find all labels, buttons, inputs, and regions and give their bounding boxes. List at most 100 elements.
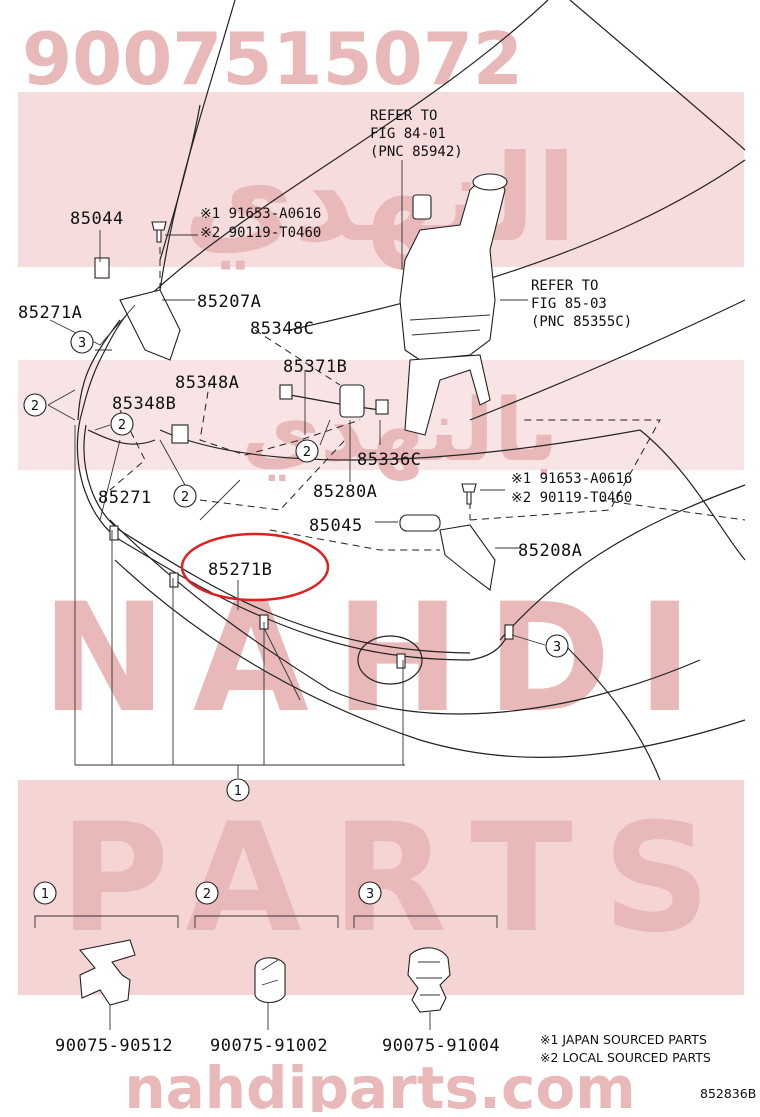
callout-2-left-text: 2 — [31, 399, 39, 414]
callout-2-mid — [110, 412, 134, 436]
dash-85348a — [199, 379, 361, 456]
label-85044: 85044 — [70, 209, 124, 229]
washer-tank — [399, 173, 508, 436]
legend-japan: ※1 JAPAN SOURCED PARTS — [540, 1032, 707, 1047]
legend-local: ※2 LOCAL SOURCED PARTS — [540, 1050, 711, 1065]
joint-85348b — [171, 424, 189, 444]
clip-callout-1 — [33, 881, 57, 905]
label-85348a: 85348A — [175, 373, 239, 393]
label-bolt2-japan: ※1 91653-A0616 — [511, 471, 632, 487]
grille-line — [159, 429, 641, 461]
label-85336c: 85336C — [357, 450, 421, 470]
label-bolt1-japan: ※1 91653-A0616 — [200, 206, 321, 222]
hose-85271 — [87, 429, 156, 445]
watermark-layer: 9007515072 النهدي بالنهدي NAHDI PARTS na… — [18, 17, 744, 1117]
ref2-line1: REFER TO — [531, 278, 598, 294]
clip-callout-3 — [358, 881, 382, 905]
watermark-band-bottom — [18, 780, 744, 995]
washer-tank-bracket — [404, 354, 491, 436]
leader-c3b — [511, 634, 546, 646]
callout-3-top-text: 3 — [78, 336, 86, 351]
clip-part-90512: 90075-90512 — [55, 1036, 173, 1056]
dash-85280a — [199, 439, 346, 511]
dash-85045 — [269, 529, 440, 551]
callout-3-right-text: 3 — [553, 640, 561, 655]
watermark-band-top — [18, 92, 744, 267]
callout-3-top — [70, 330, 94, 354]
nozzle-85208a — [439, 524, 496, 591]
clip-1a — [109, 525, 119, 541]
bumper-bottom-line — [114, 559, 746, 758]
label-bolt2-local: ※2 90119-T0460 — [511, 490, 632, 506]
ref1-line2: FIG 84-01 — [370, 126, 446, 142]
callout-2-low-text: 2 — [181, 490, 189, 505]
bumper-side-upper — [639, 429, 746, 561]
callout-3-right — [545, 634, 569, 658]
clip-part-91004: 90075-91004 — [382, 1036, 500, 1056]
wheel-arch-line — [499, 484, 746, 641]
bolts — [151, 221, 477, 505]
clip-detail-panel: 1 2 3 90075-90512 90075-91002 90075-9100… — [33, 881, 500, 1056]
bolt-top-icon — [151, 221, 167, 243]
hood-inner-line — [144, 0, 549, 301]
joint-85348c — [279, 384, 293, 400]
label-85271b: 85271B — [208, 560, 272, 580]
hood-top-edge — [569, 0, 746, 151]
label-85045: 85045 — [309, 516, 363, 536]
label-85271: 85271 — [98, 488, 152, 508]
bumper-top-line — [469, 299, 746, 421]
leader-c2d — [319, 419, 331, 446]
clip-91004-icon — [407, 947, 451, 1013]
leader-lines — [47, 160, 546, 778]
vehicle-outline — [77, 0, 746, 781]
diagram-id: 852836B — [700, 1086, 756, 1101]
callout-2-valve — [295, 439, 319, 463]
hose-85271b-inner — [83, 424, 471, 654]
clip-90512-icon — [78, 939, 136, 1006]
bumper-corner-line — [559, 639, 661, 781]
watermark-arabic-top: النهدي — [183, 130, 577, 269]
part-85044 — [94, 257, 110, 279]
leader-c2c — [159, 439, 186, 486]
leader-c2b — [94, 424, 111, 431]
cap-85045 — [399, 514, 441, 532]
washer-tank-body — [399, 177, 506, 361]
callout-2-valve-text: 2 — [303, 445, 311, 460]
clip-callout-1-text: 1 — [41, 887, 49, 902]
clip-91002-detail — [261, 959, 279, 986]
callout-circles: 3 2 2 2 2 3 1 — [23, 330, 569, 802]
body-detail-lines — [99, 439, 301, 701]
fog-lamp-outline — [357, 635, 423, 685]
clip-91004-detail — [416, 961, 442, 996]
ref2-line3: (PNC 85355C) — [531, 314, 632, 330]
ref1-line3: (PNC 85942) — [370, 144, 463, 160]
watermark-part-number: 9007515072 — [22, 17, 523, 101]
leader-c1-bracket — [74, 425, 405, 778]
fender-crease — [159, 104, 201, 261]
label-bolt1-local: ※2 90119-T0460 — [200, 225, 321, 241]
clip-bracket-2 — [194, 915, 339, 928]
callout-2-low — [173, 484, 197, 508]
callout-2-left — [23, 393, 47, 417]
clip-1d — [396, 653, 406, 669]
clip-1b — [169, 572, 179, 588]
dash-85208a — [469, 419, 661, 521]
washer-tank-ribs — [409, 314, 491, 336]
dash-right — [599, 499, 746, 521]
watermark-arabic-mid: بالنهدي — [241, 381, 558, 481]
leader-85271a — [49, 304, 136, 346]
label-85208a: 85208A — [518, 541, 582, 561]
valve-85280a — [339, 384, 365, 418]
part-labels: 85044 ※1 91653-A0616 ※2 90119-T0460 8527… — [18, 206, 632, 580]
ref2-line2: FIG 85-03 — [531, 296, 607, 312]
clip-bracket-3 — [353, 915, 498, 928]
bolt-right-icon — [461, 483, 477, 505]
clip-callout-2 — [195, 881, 219, 905]
highlight-85271b — [180, 532, 330, 602]
nozzle-85207a — [119, 289, 181, 361]
callout-1-bottom-text: 1 — [234, 784, 242, 799]
label-85280a: 85280A — [313, 482, 377, 502]
clip-part-91002: 90075-91002 — [210, 1036, 328, 1056]
clip-3b — [504, 624, 514, 640]
